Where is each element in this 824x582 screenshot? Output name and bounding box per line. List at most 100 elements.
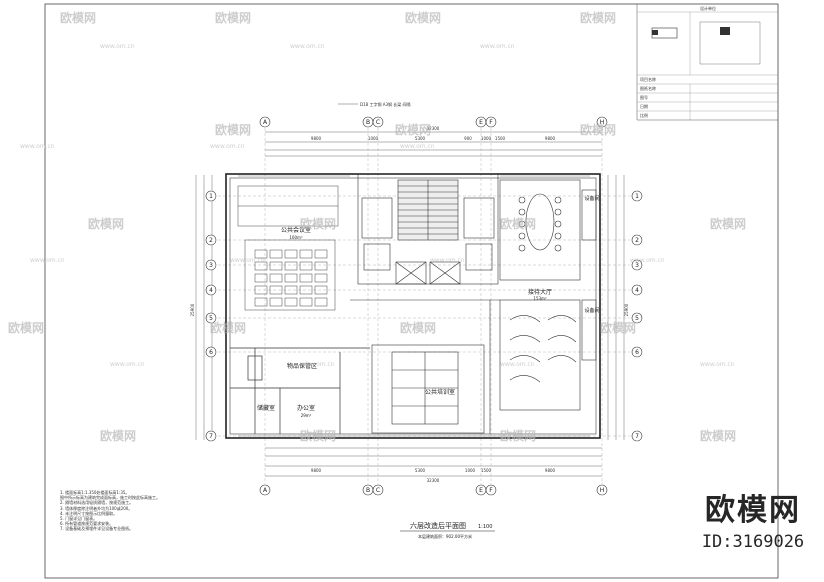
watermark-17: 欧模网 [300,428,336,443]
axis-row-3-right: 3 [635,262,639,269]
room-area-office: 29m² [301,413,312,418]
drawing-title-group: 六层改造后平面图 1:100 本层建筑面积：902.00平方米 [400,521,495,539]
dim-bottom-seg-0: 9800 [311,468,322,473]
title-block-row-1: 项目名称 [640,77,656,82]
watermark-6: 欧模网 [395,122,431,137]
watermark-4: 欧模网 [580,10,616,25]
title-block-row-4: 日期 [640,104,648,109]
watermark-url-13: www.om.cn [500,361,535,368]
dimension-text: 32300 9800 1000 5300 900 1000 1500 9800 … [190,126,629,483]
room-label-office: 办公室 [297,404,315,412]
dim-top-seg-2: 5300 [415,136,426,141]
dim-top-seg-5: 1500 [495,136,506,141]
axis-bubbles [205,116,643,496]
left-lower-rooms [230,347,370,434]
axis-col-E: E [479,119,483,126]
dim-right-total: 25900 [624,303,629,316]
north-note-text: D18 工字钢 A3钢 长梁 间隔 [360,101,411,107]
drawing-area-note: 本层建筑面积：902.00平方米 [418,533,472,539]
axis-col-H: H [600,119,605,126]
watermark-url-2: www.om.cn [290,43,325,50]
dimension-lines-top [265,131,602,157]
title-block-row: 设计单位 [700,6,716,11]
room-label-training: 公共培训室 [425,388,455,396]
note-line: 4. 未注明尺寸按图示比例量取。 [60,510,118,516]
watermark-url-1: www.om.cn [100,43,135,50]
watermark-1: 欧模网 [60,10,96,25]
axis-row-4: 4 [209,287,213,294]
note-line: 5. 门窗详见门窗表。 [60,516,98,522]
axis-col-C: C [376,119,380,126]
core-area [350,173,500,301]
brand-id: ID:3169026 [701,532,805,552]
dim-top-seg-0: 9800 [311,136,322,141]
watermark-url-12: www.om.cn [300,361,335,368]
north-note: D18 工字钢 A3钢 长梁 间隔 [338,101,411,107]
watermark-13: 欧模网 [210,320,246,335]
axis-col-C-bottom: C [376,487,380,494]
room-label-equipment2: 设备间 [584,307,599,314]
watermark-16: 欧模网 [100,428,136,443]
note-line: 2. 隔墙材料选用轻质隔墙，按规范施工。 [60,500,134,506]
axis-row-7: 7 [209,433,213,440]
watermark-url-6: www.om.cn [400,143,435,150]
dim-bottom-seg-1: 5300 [415,468,426,473]
watermark-url-layer: www.om.cn www.om.cn www.om.cn www.om.cn … [20,43,735,368]
room-label-storage: 物品保管区 [287,362,317,370]
watermark-10: 欧模网 [500,216,536,231]
dim-top-total: 32300 [427,126,440,131]
room-label-archive: 储藏室 [257,404,275,412]
axis-row-6: 6 [209,349,213,356]
watermark-11: 欧模网 [710,216,746,231]
watermark-9: 欧模网 [300,216,336,231]
axis-row-2: 2 [209,237,213,244]
title-block [636,4,778,121]
watermark-url-11: www.om.cn [110,361,145,368]
watermark-19: 欧模网 [700,428,736,443]
title-block-row-3: 图号 [640,95,648,100]
dim-left-total: 25900 [190,303,195,316]
axis-col-E-bottom: E [479,487,483,494]
axis-col-A-bottom: A [263,487,268,494]
watermark-5: 欧模网 [215,122,251,137]
brand-watermark: 欧模网 ID:3169026 [688,493,818,553]
dimension-lines-bottom [265,447,602,477]
axis-labels: A B C E F H A B C E F H 1 2 3 4 5 6 7 1 … [209,119,639,494]
general-notes: 1. 楼面标高1:1.350处楼面标高1:35。 图中所示标高为建筑完成面标高，… [60,490,235,532]
drawing-scale: 1:100 [478,524,492,530]
brand-name: 欧模网 [705,493,801,528]
axis-col-A: A [263,119,268,126]
dim-bottom-seg-2: 1000 [465,468,476,473]
watermark-url-4: www.om.cn [20,143,55,150]
window-bands [238,175,590,437]
axis-row-5: 5 [209,315,213,322]
room-area-meeting: 160m² [289,235,303,240]
axis-row-1: 1 [209,193,213,200]
axis-row-5-right: 5 [635,315,639,322]
axis-col-F-bottom: F [489,487,493,494]
reception-lounge [489,299,597,434]
note-line: 3. 墙体厚度除注明者外均为100或200。 [60,505,133,511]
watermark-url-14: www.om.cn [700,361,735,368]
room-label-equipment1: 设备间 [584,195,599,202]
training-room [371,344,485,434]
dim-bottom-seg-4: 9800 [545,468,556,473]
axis-row-7-right: 7 [635,433,639,440]
title-block-row-5: 比例 [640,113,648,118]
drawing-title: 六层改造后平面图 [410,521,466,530]
watermark-7: 欧模网 [580,122,616,137]
watermark-14: 欧模网 [400,320,436,335]
dim-top-seg-6: 9800 [545,136,556,141]
room-label-reception: 接待大厅 [528,288,552,296]
watermark-12: 欧模网 [8,320,44,335]
note-line: 7. 设备基础及预埋件详见设备专业图纸。 [60,526,134,532]
title-block-header: 设计单位 [700,6,716,12]
dimension-lines-side [195,175,625,440]
axis-col-B: B [366,119,370,126]
watermark-layer: 欧模网 欧模网 欧模网 欧模网 欧模网 欧模网 欧模网 欧模网 欧模网 欧模网 … [8,10,746,443]
watermark-15: 欧模网 [600,320,636,335]
watermark-url-7: www.om.cn [30,257,65,264]
watermark-url-9: www.om.cn [430,257,465,264]
room-area-reception: 153m² [533,296,547,301]
